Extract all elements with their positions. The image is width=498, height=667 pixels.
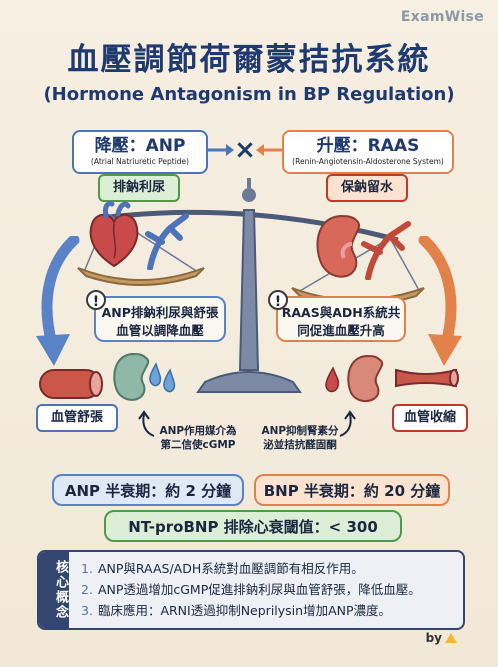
footer-by: by: [425, 631, 442, 645]
page-subtitle: (Hormone Antagonism in BP Regulation): [43, 84, 455, 105]
page-title: 血壓調節荷爾蒙拮抗系統: [67, 42, 431, 78]
core-concepts-label-text: 核心概念: [53, 560, 68, 620]
anp-cgmp-caption: ANP作用媒介為第二信使cGMP: [159, 425, 237, 451]
anp-mechanism-note: ANP排鈉利尿與舒張血管以調降血壓: [94, 296, 226, 342]
list-item: 3.臨床應用：ARNI透過抑制Neprilysin增加ANP濃度。: [81, 603, 392, 618]
droplet-icon: [325, 366, 340, 393]
anp-fullname: (Atrial Natriuretic Peptide): [90, 157, 190, 166]
raas-title: 升壓：RAAS: [316, 136, 420, 156]
kidney-icon: [347, 354, 384, 402]
logo-icon: [445, 633, 457, 643]
dilated-vessel-icon: [39, 369, 103, 399]
core-concepts-label: 核心概念: [39, 552, 69, 628]
anp-effect-tag: 排鈉利尿: [98, 174, 180, 202]
anp-renin-caption: ANP抑制腎素分泌並拮抗醛固酮: [261, 425, 339, 451]
ntprobnp-threshold: NT-proBNP 排除心衰閾值：< 300 pg/mL: [104, 510, 402, 566]
core-concepts-list: 1.ANP與RAAS/ADH系統對血壓調節有相反作用。 2.ANP透過增加cGM…: [81, 558, 421, 621]
anp-half-life: ANP 半衰期：約 2 分鐘: [52, 474, 244, 506]
vessel-branch-icon: [145, 213, 189, 270]
raas-effect-tag: 保鈉留水: [326, 174, 408, 202]
vasodilation-label: 血管舒張: [36, 404, 118, 432]
kidney-icon: [113, 352, 150, 401]
warning-icon: !: [268, 290, 288, 310]
curved-arrow-icon: [36, 236, 80, 366]
vs-symbol: ×: [234, 135, 256, 165]
pointer-arrow-icon: [138, 410, 155, 437]
core-concepts-box: 核心概念 1.ANP與RAAS/ADH系統對血壓調節有相反作用。 2.ANP透過…: [37, 550, 465, 630]
kidney-icon: [316, 214, 361, 278]
anp-mechanism-text: ANP排鈉利尿與舒張血管以調降血壓: [101, 305, 219, 338]
raas-fullname: (Renin-Angiotensin-Aldosterone System): [292, 157, 444, 166]
raas-mechanism-text: RAAS與ADH系統共同促進血壓升高: [281, 305, 401, 338]
warning-icon: !: [86, 290, 106, 310]
heart-icon: [89, 201, 139, 268]
vasoconstriction-label: 血管收縮: [392, 404, 468, 432]
list-item: 1.ANP與RAAS/ADH系統對血壓調節有相反作用。: [81, 561, 364, 576]
pointer-arrow-icon: [339, 410, 356, 437]
curved-arrow-icon: [418, 236, 462, 366]
constricted-vessel-icon: [395, 368, 459, 388]
list-item: 2.ANP透過增加cGMP促進排鈉利尿與血管舒張，降低血壓。: [81, 582, 421, 597]
anp-box: 降壓：ANP (Atrial Natriuretic Peptide): [72, 130, 208, 174]
anp-title: 降壓：ANP: [94, 136, 186, 156]
droplet-icon: [149, 362, 176, 393]
brand-logo: ExamWise: [400, 9, 484, 25]
raas-mechanism-note: RAAS與ADH系統共同促進血壓升高: [276, 296, 406, 342]
antagonism-arrows: [208, 144, 282, 156]
raas-box: 升壓：RAAS (Renin-Angiotensin-Aldosterone S…: [282, 130, 454, 174]
bnp-half-life: BNP 半衰期：約 20 分鐘: [254, 474, 450, 506]
vessel-branch-icon: [361, 221, 411, 280]
